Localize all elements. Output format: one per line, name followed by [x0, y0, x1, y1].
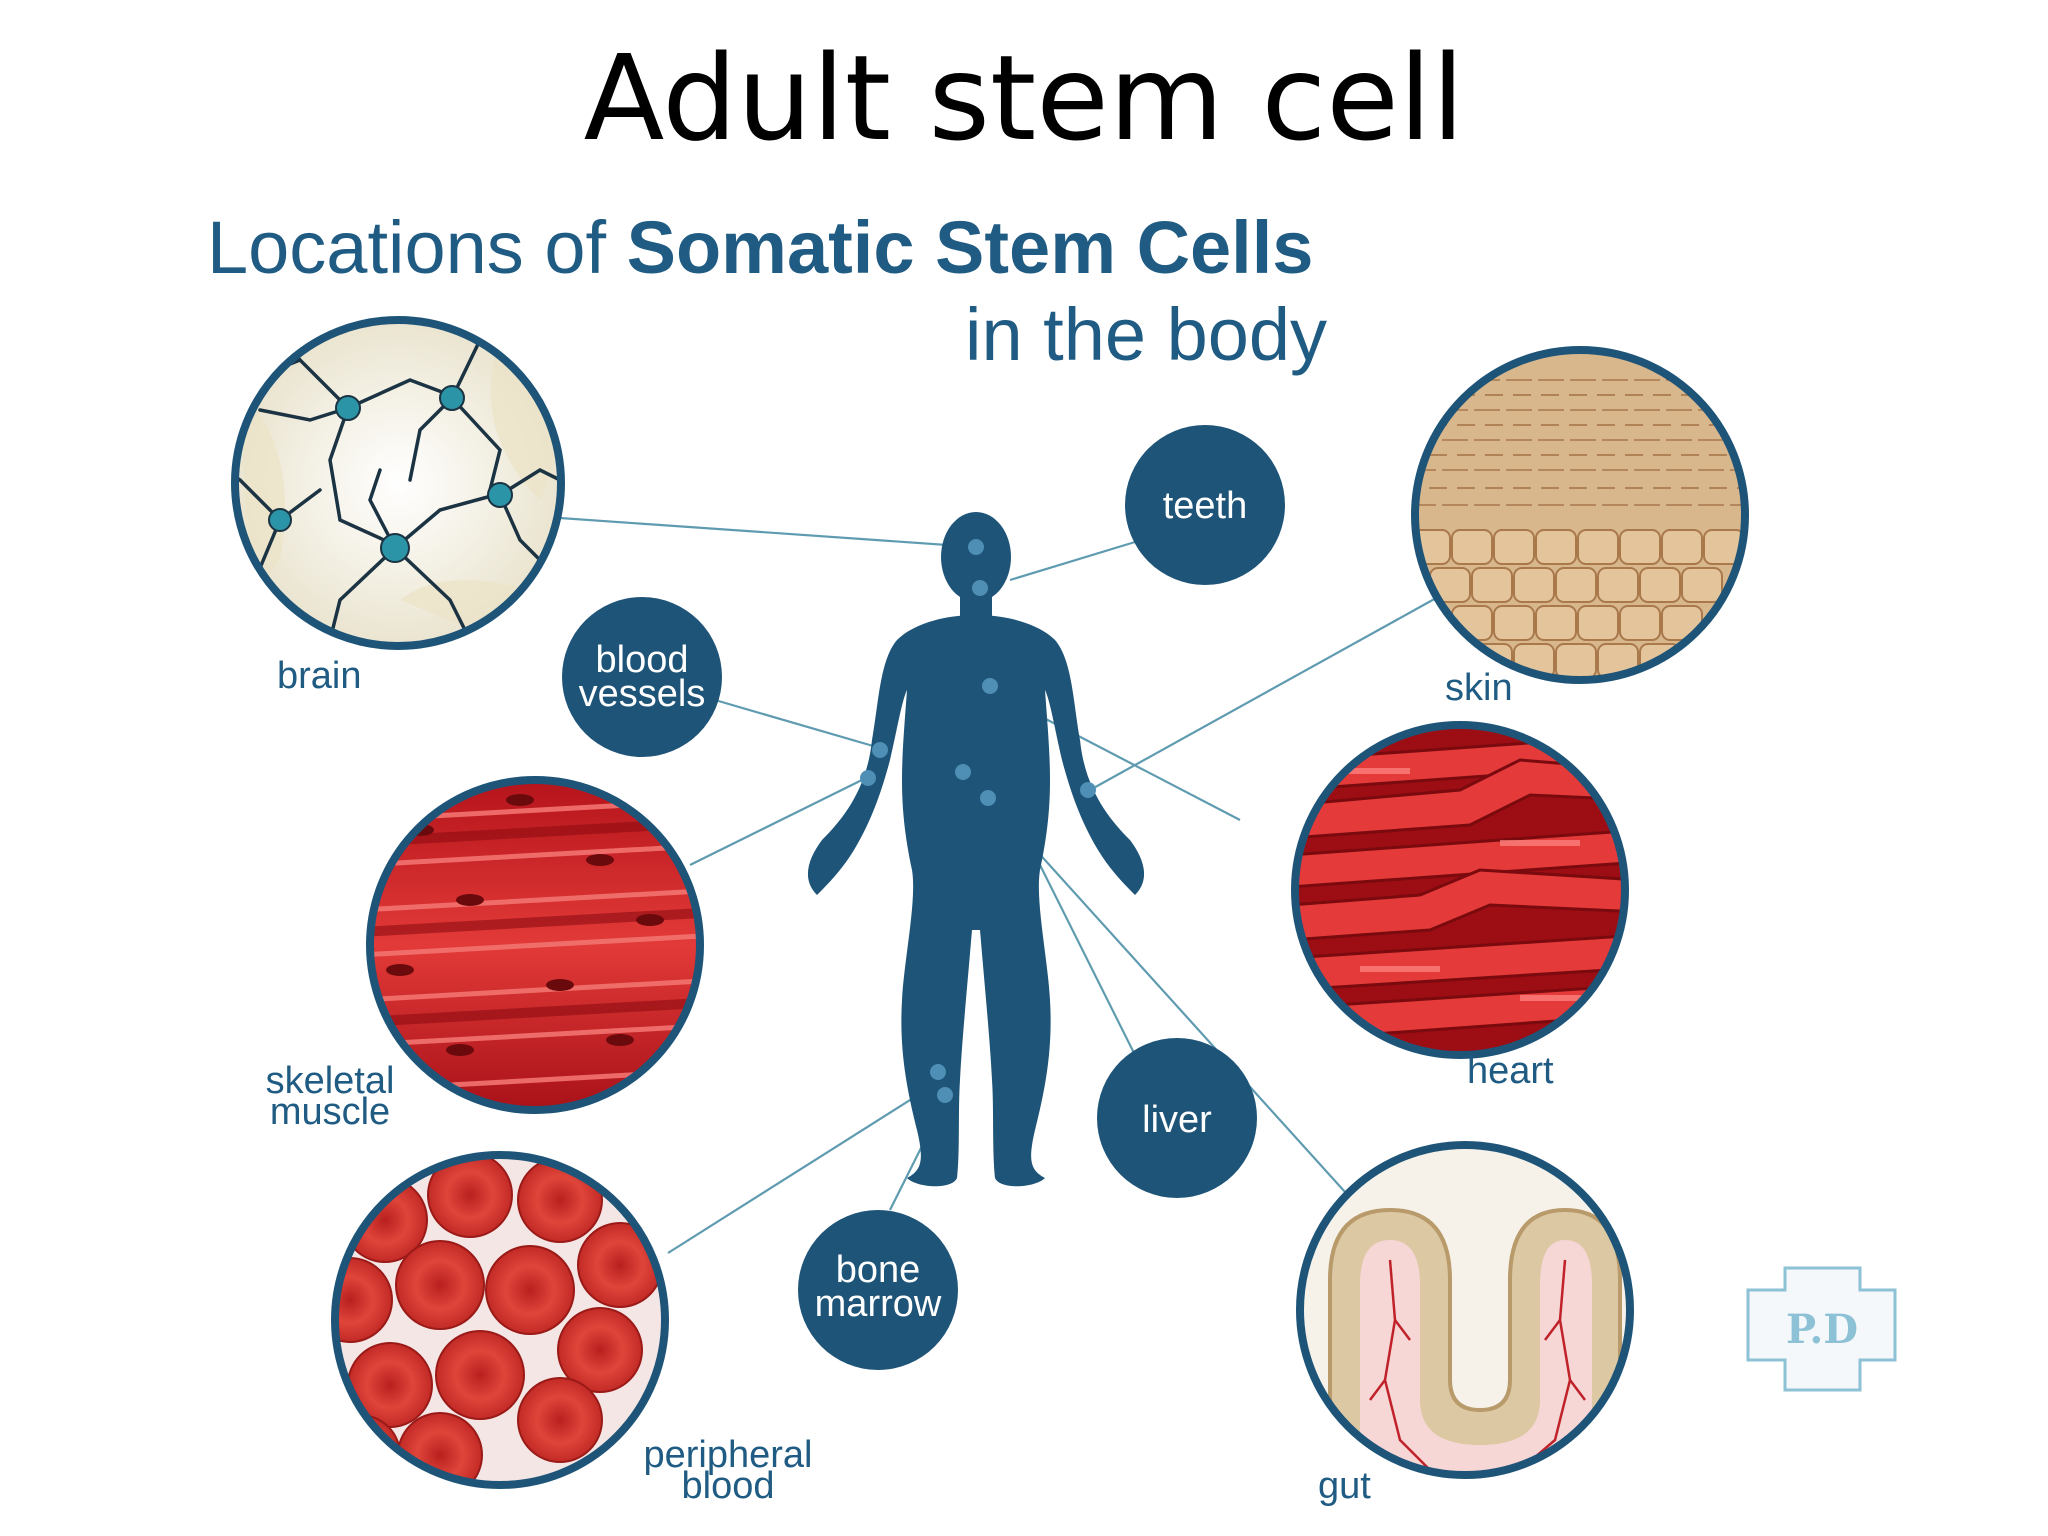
- svg-text:Locations of Somatic Stem Cell: Locations of Somatic Stem Cells: [207, 206, 1313, 289]
- watermark-text: P.D: [1786, 1306, 1858, 1353]
- badge-liver: liver: [1097, 1038, 1257, 1198]
- label-skeletal-muscle-line2: muscle: [270, 1091, 390, 1133]
- badge-bone-marrow-line2: marrow: [815, 1283, 942, 1325]
- tissue-peripheral-blood: [331, 1151, 669, 1489]
- human-body-silhouette: [807, 512, 1145, 1187]
- tissue-skin: [1411, 346, 1749, 684]
- badge-bone-marrow-line1: bone: [836, 1249, 921, 1291]
- heading-light: Locations of: [207, 206, 627, 289]
- label-peripheral-blood-line1: peripheral: [644, 1434, 813, 1476]
- tissue-skeletal-muscle: [366, 776, 704, 1114]
- badge-bone-marrow: bone marrow: [798, 1210, 958, 1370]
- badge-blood-vessels: blood vessels: [562, 597, 722, 757]
- tissue-gut: [1296, 1141, 1634, 1479]
- watermark-logo: P.D: [1746, 1266, 1897, 1392]
- tissue-heart: [1291, 721, 1629, 1059]
- label-skeletal-muscle-line1: skeletal: [266, 1060, 395, 1102]
- tissue-brain: [231, 316, 565, 650]
- badge-teeth-label: teeth: [1163, 485, 1248, 527]
- label-gut: gut: [1318, 1465, 1371, 1507]
- badge-blood-vessels-line1: blood: [596, 639, 689, 681]
- label-skin: skin: [1445, 667, 1513, 709]
- badge-blood-vessels-line2: vessels: [579, 673, 706, 715]
- stem-cell-markers: [860, 539, 1096, 1103]
- label-brain: brain: [277, 655, 362, 697]
- label-heart: heart: [1467, 1050, 1554, 1092]
- label-peripheral-blood-line2: blood: [682, 1465, 775, 1507]
- badge-teeth: teeth: [1125, 425, 1285, 585]
- infographic-heading: Locations of Somatic Stem Cells in the b…: [207, 206, 1327, 376]
- slide-title: Adult stem cell: [583, 29, 1465, 167]
- subheading: in the body: [965, 293, 1327, 376]
- badge-liver-label: liver: [1142, 1099, 1212, 1141]
- heading-bold: Somatic Stem Cells: [627, 206, 1314, 289]
